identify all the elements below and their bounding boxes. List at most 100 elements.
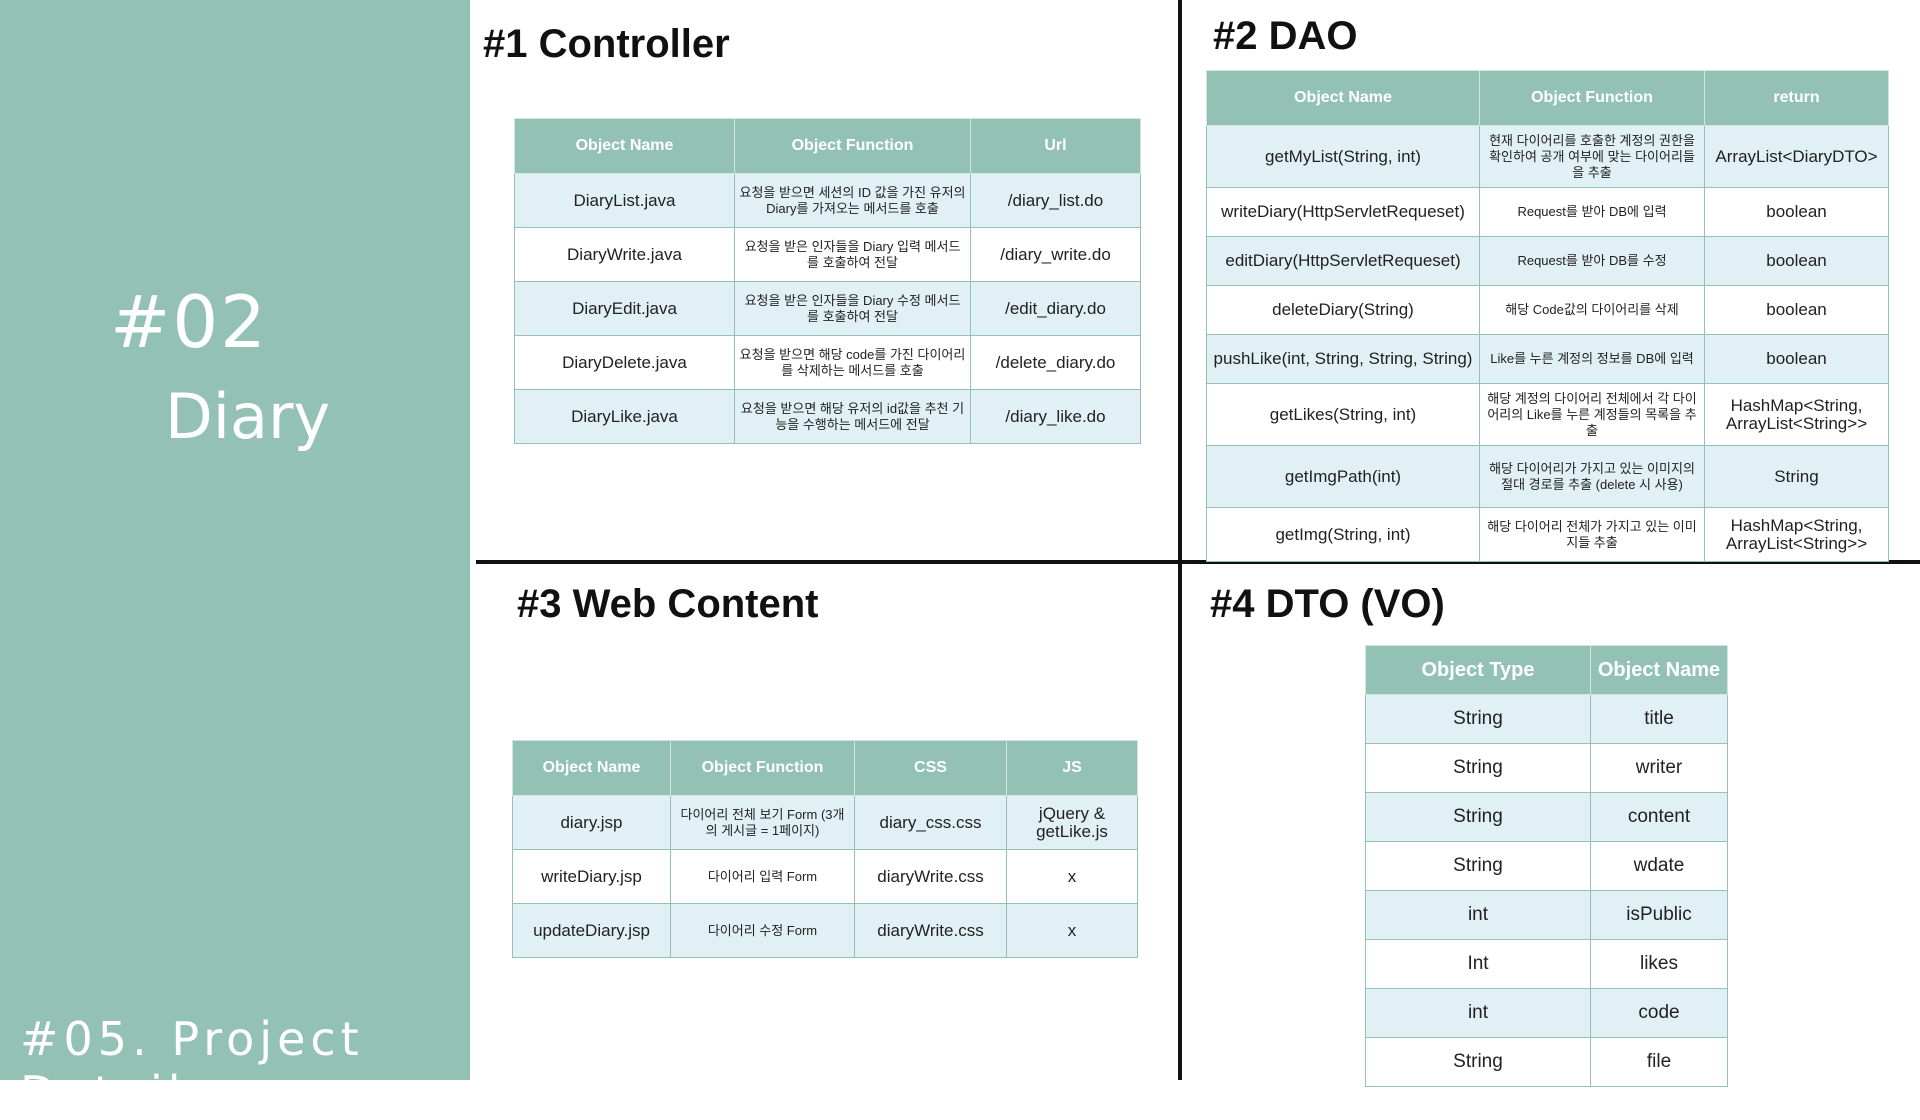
table-row: String writer — [1365, 743, 1728, 793]
cell-object-function: 다이어리 전체 보기 Form (3개의 게시글 = 1페이지) — [670, 795, 855, 850]
table-row: int code — [1365, 988, 1728, 1038]
cell-object-name: getImgPath(int) — [1206, 445, 1480, 508]
cell-return: boolean — [1704, 187, 1889, 237]
cell-return: HashMap<String, ArrayList<String>> — [1704, 507, 1889, 562]
dao-table: Object Name Object Function return getMy… — [1206, 70, 1889, 562]
column-header: Object Function — [1479, 70, 1705, 126]
cell-return: String — [1704, 445, 1889, 508]
cell-return: boolean — [1704, 236, 1889, 286]
table-row: DiaryLike.java 요청을 받으면 해당 유저의 id값을 추천 기능… — [514, 389, 1141, 444]
table-row: int isPublic — [1365, 890, 1728, 940]
dto-table: Object Type Object Name String title Str… — [1365, 645, 1728, 1087]
cell-object-name: writeDiary(HttpServletRequeset) — [1206, 187, 1480, 237]
table-row: diary.jsp 다이어리 전체 보기 Form (3개의 게시글 = 1페이… — [512, 795, 1138, 850]
column-header: Object Function — [734, 118, 971, 174]
web-content-table: Object Name Object Function CSS JS diary… — [512, 740, 1138, 958]
cell-object-type: Int — [1365, 939, 1591, 989]
cell-object-function: 현재 다이어리를 호출한 계정의 권한을 확인하여 공개 여부에 맞는 다이어리… — [1479, 125, 1705, 188]
cell-object-function: 요청을 받으면 세션의 ID 값을 가진 유저의 Diary를 가져오는 메서드… — [734, 173, 971, 228]
column-header: Object Function — [670, 740, 855, 796]
cell-url: /diary_list.do — [970, 173, 1141, 228]
table-row: writeDiary(HttpServletRequeset) Request를… — [1206, 187, 1889, 237]
cell-object-name: wdate — [1590, 841, 1728, 891]
cell-css: diary_css.css — [854, 795, 1007, 850]
cell-object-function: 요청을 받으면 해당 유저의 id값을 추천 기능을 수행하는 메서드에 전달 — [734, 389, 971, 444]
table-row: DiaryWrite.java 요청을 받은 인자들을 Diary 입력 메서드… — [514, 227, 1141, 282]
column-header: Url — [970, 118, 1141, 174]
table-header-row: Object Name Object Function Url — [514, 118, 1141, 174]
table-row: Int likes — [1365, 939, 1728, 989]
cell-return: ArrayList<DiaryDTO> — [1704, 125, 1889, 188]
cell-js: jQuery & getLike.js — [1006, 795, 1138, 850]
cell-object-function: 다이어리 수정 Form — [670, 903, 855, 958]
cell-css: diaryWrite.css — [854, 903, 1007, 958]
cell-return: boolean — [1704, 334, 1889, 384]
table-row: pushLike(int, String, String, String) Li… — [1206, 334, 1889, 384]
table-row: String wdate — [1365, 841, 1728, 891]
cell-object-function: 요청을 받으면 해당 code를 가진 다이어리를 삭제하는 메서드를 호출 — [734, 335, 971, 390]
cell-js: x — [1006, 849, 1138, 904]
cell-object-function: 해당 다이어리 전체가 가지고 있는 이미지들 추출 — [1479, 507, 1705, 562]
table-header-row: Object Name Object Function CSS JS — [512, 740, 1138, 796]
column-header: Object Name — [514, 118, 735, 174]
table-row: deleteDiary(String) 해당 Code값의 다이어리를 삭제 b… — [1206, 285, 1889, 335]
cell-object-name: title — [1590, 694, 1728, 744]
cell-object-name: DiaryWrite.java — [514, 227, 735, 282]
table-header-row: Object Name Object Function return — [1206, 70, 1889, 126]
table-row: String file — [1365, 1037, 1728, 1087]
vertical-divider — [1178, 0, 1182, 1080]
page-footer: #05. Project Detail — [20, 1012, 364, 1120]
cell-object-function: 요청을 받은 인자들을 Diary 입력 메서드를 호출하여 전달 — [734, 227, 971, 282]
column-header: return — [1704, 70, 1889, 126]
cell-object-name: DiaryEdit.java — [514, 281, 735, 336]
cell-url: /diary_write.do — [970, 227, 1141, 282]
cell-url: /edit_diary.do — [970, 281, 1141, 336]
cell-url: /delete_diary.do — [970, 335, 1141, 390]
cell-object-name: pushLike(int, String, String, String) — [1206, 334, 1480, 384]
column-header: Object Type — [1365, 645, 1591, 695]
cell-object-name: writer — [1590, 743, 1728, 793]
cell-object-name: content — [1590, 792, 1728, 842]
column-header: CSS — [854, 740, 1007, 796]
cell-object-name: isPublic — [1590, 890, 1728, 940]
cell-object-type: String — [1365, 743, 1591, 793]
cell-object-type: String — [1365, 1037, 1591, 1087]
cell-object-function: 요청을 받은 인자들을 Diary 수정 메서드를 호출하여 전달 — [734, 281, 971, 336]
table-row: getImgPath(int) 해당 다이어리가 가지고 있는 이미지의 절대 … — [1206, 445, 1889, 508]
cell-object-type: int — [1365, 988, 1591, 1038]
cell-object-function: 해당 계정의 다이어리 전체에서 각 다이어리의 Like를 누른 계정들의 목… — [1479, 383, 1705, 446]
cell-object-name: DiaryLike.java — [514, 389, 735, 444]
cell-object-name: diary.jsp — [512, 795, 671, 850]
cell-object-name: DiaryDelete.java — [514, 335, 735, 390]
section-title: Diary — [165, 380, 331, 453]
column-header: Object Name — [512, 740, 671, 796]
cell-object-type: String — [1365, 694, 1591, 744]
controller-title: #1 Controller — [483, 22, 730, 66]
table-row: getLikes(String, int) 해당 계정의 다이어리 전체에서 각… — [1206, 383, 1889, 446]
cell-object-name: updateDiary.jsp — [512, 903, 671, 958]
cell-object-name: deleteDiary(String) — [1206, 285, 1480, 335]
table-row: getMyList(String, int) 현재 다이어리를 호출한 계정의 … — [1206, 125, 1889, 188]
cell-js: x — [1006, 903, 1138, 958]
cell-object-name: likes — [1590, 939, 1728, 989]
cell-object-function: 해당 Code값의 다이어리를 삭제 — [1479, 285, 1705, 335]
cell-object-name: getLikes(String, int) — [1206, 383, 1480, 446]
dto-title: #4 DTO (VO) — [1210, 582, 1445, 626]
cell-object-type: int — [1365, 890, 1591, 940]
cell-css: diaryWrite.css — [854, 849, 1007, 904]
web-content-title: #3 Web Content — [517, 582, 819, 626]
horizontal-divider — [476, 560, 1920, 564]
cell-return: boolean — [1704, 285, 1889, 335]
table-row: editDiary(HttpServletRequeset) Request를 … — [1206, 236, 1889, 286]
table-row: getImg(String, int) 해당 다이어리 전체가 가지고 있는 이… — [1206, 507, 1889, 562]
cell-object-type: String — [1365, 792, 1591, 842]
cell-object-function: 다이어리 입력 Form — [670, 849, 855, 904]
table-row: updateDiary.jsp 다이어리 수정 Form diaryWrite.… — [512, 903, 1138, 958]
controller-table: Object Name Object Function Url DiaryLis… — [514, 118, 1141, 444]
cell-object-name: writeDiary.jsp — [512, 849, 671, 904]
cell-object-name: code — [1590, 988, 1728, 1038]
cell-object-function: Request를 받아 DB를 수정 — [1479, 236, 1705, 286]
table-row: String title — [1365, 694, 1728, 744]
cell-object-type: String — [1365, 841, 1591, 891]
cell-object-name: editDiary(HttpServletRequeset) — [1206, 236, 1480, 286]
